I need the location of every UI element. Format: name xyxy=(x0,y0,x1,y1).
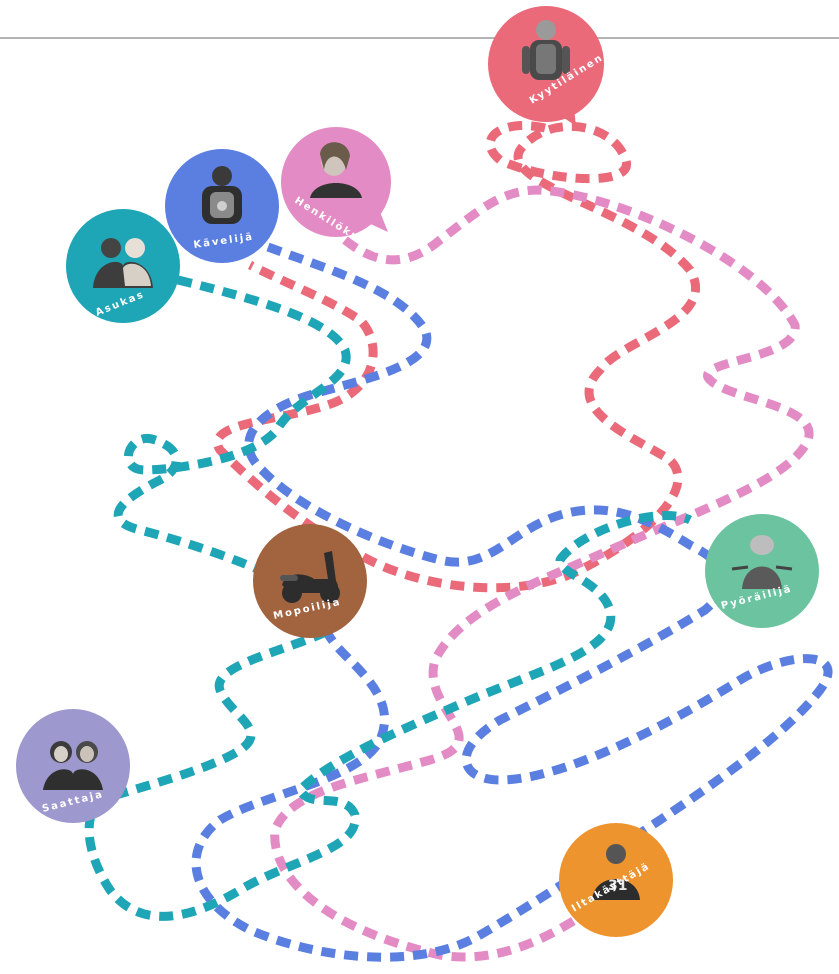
persona-mopoilija[interactable]: Mopoilija xyxy=(253,524,367,638)
persona-saattaja[interactable]: Saattaja xyxy=(16,709,130,823)
persona-pyorailija[interactable]: Pyöräilijä xyxy=(705,514,819,628)
persona-henkilokunta[interactable]: Henkilökunta xyxy=(281,127,391,257)
persona-kavelija[interactable]: Kävelijä xyxy=(165,149,279,263)
persona-iltakayttaja[interactable]: 31 Iltakäyttäjä xyxy=(559,823,673,937)
persona-kyttilainen[interactable]: Kyytiläinen xyxy=(488,6,606,126)
persona-asukas[interactable]: Asukas xyxy=(66,209,180,323)
